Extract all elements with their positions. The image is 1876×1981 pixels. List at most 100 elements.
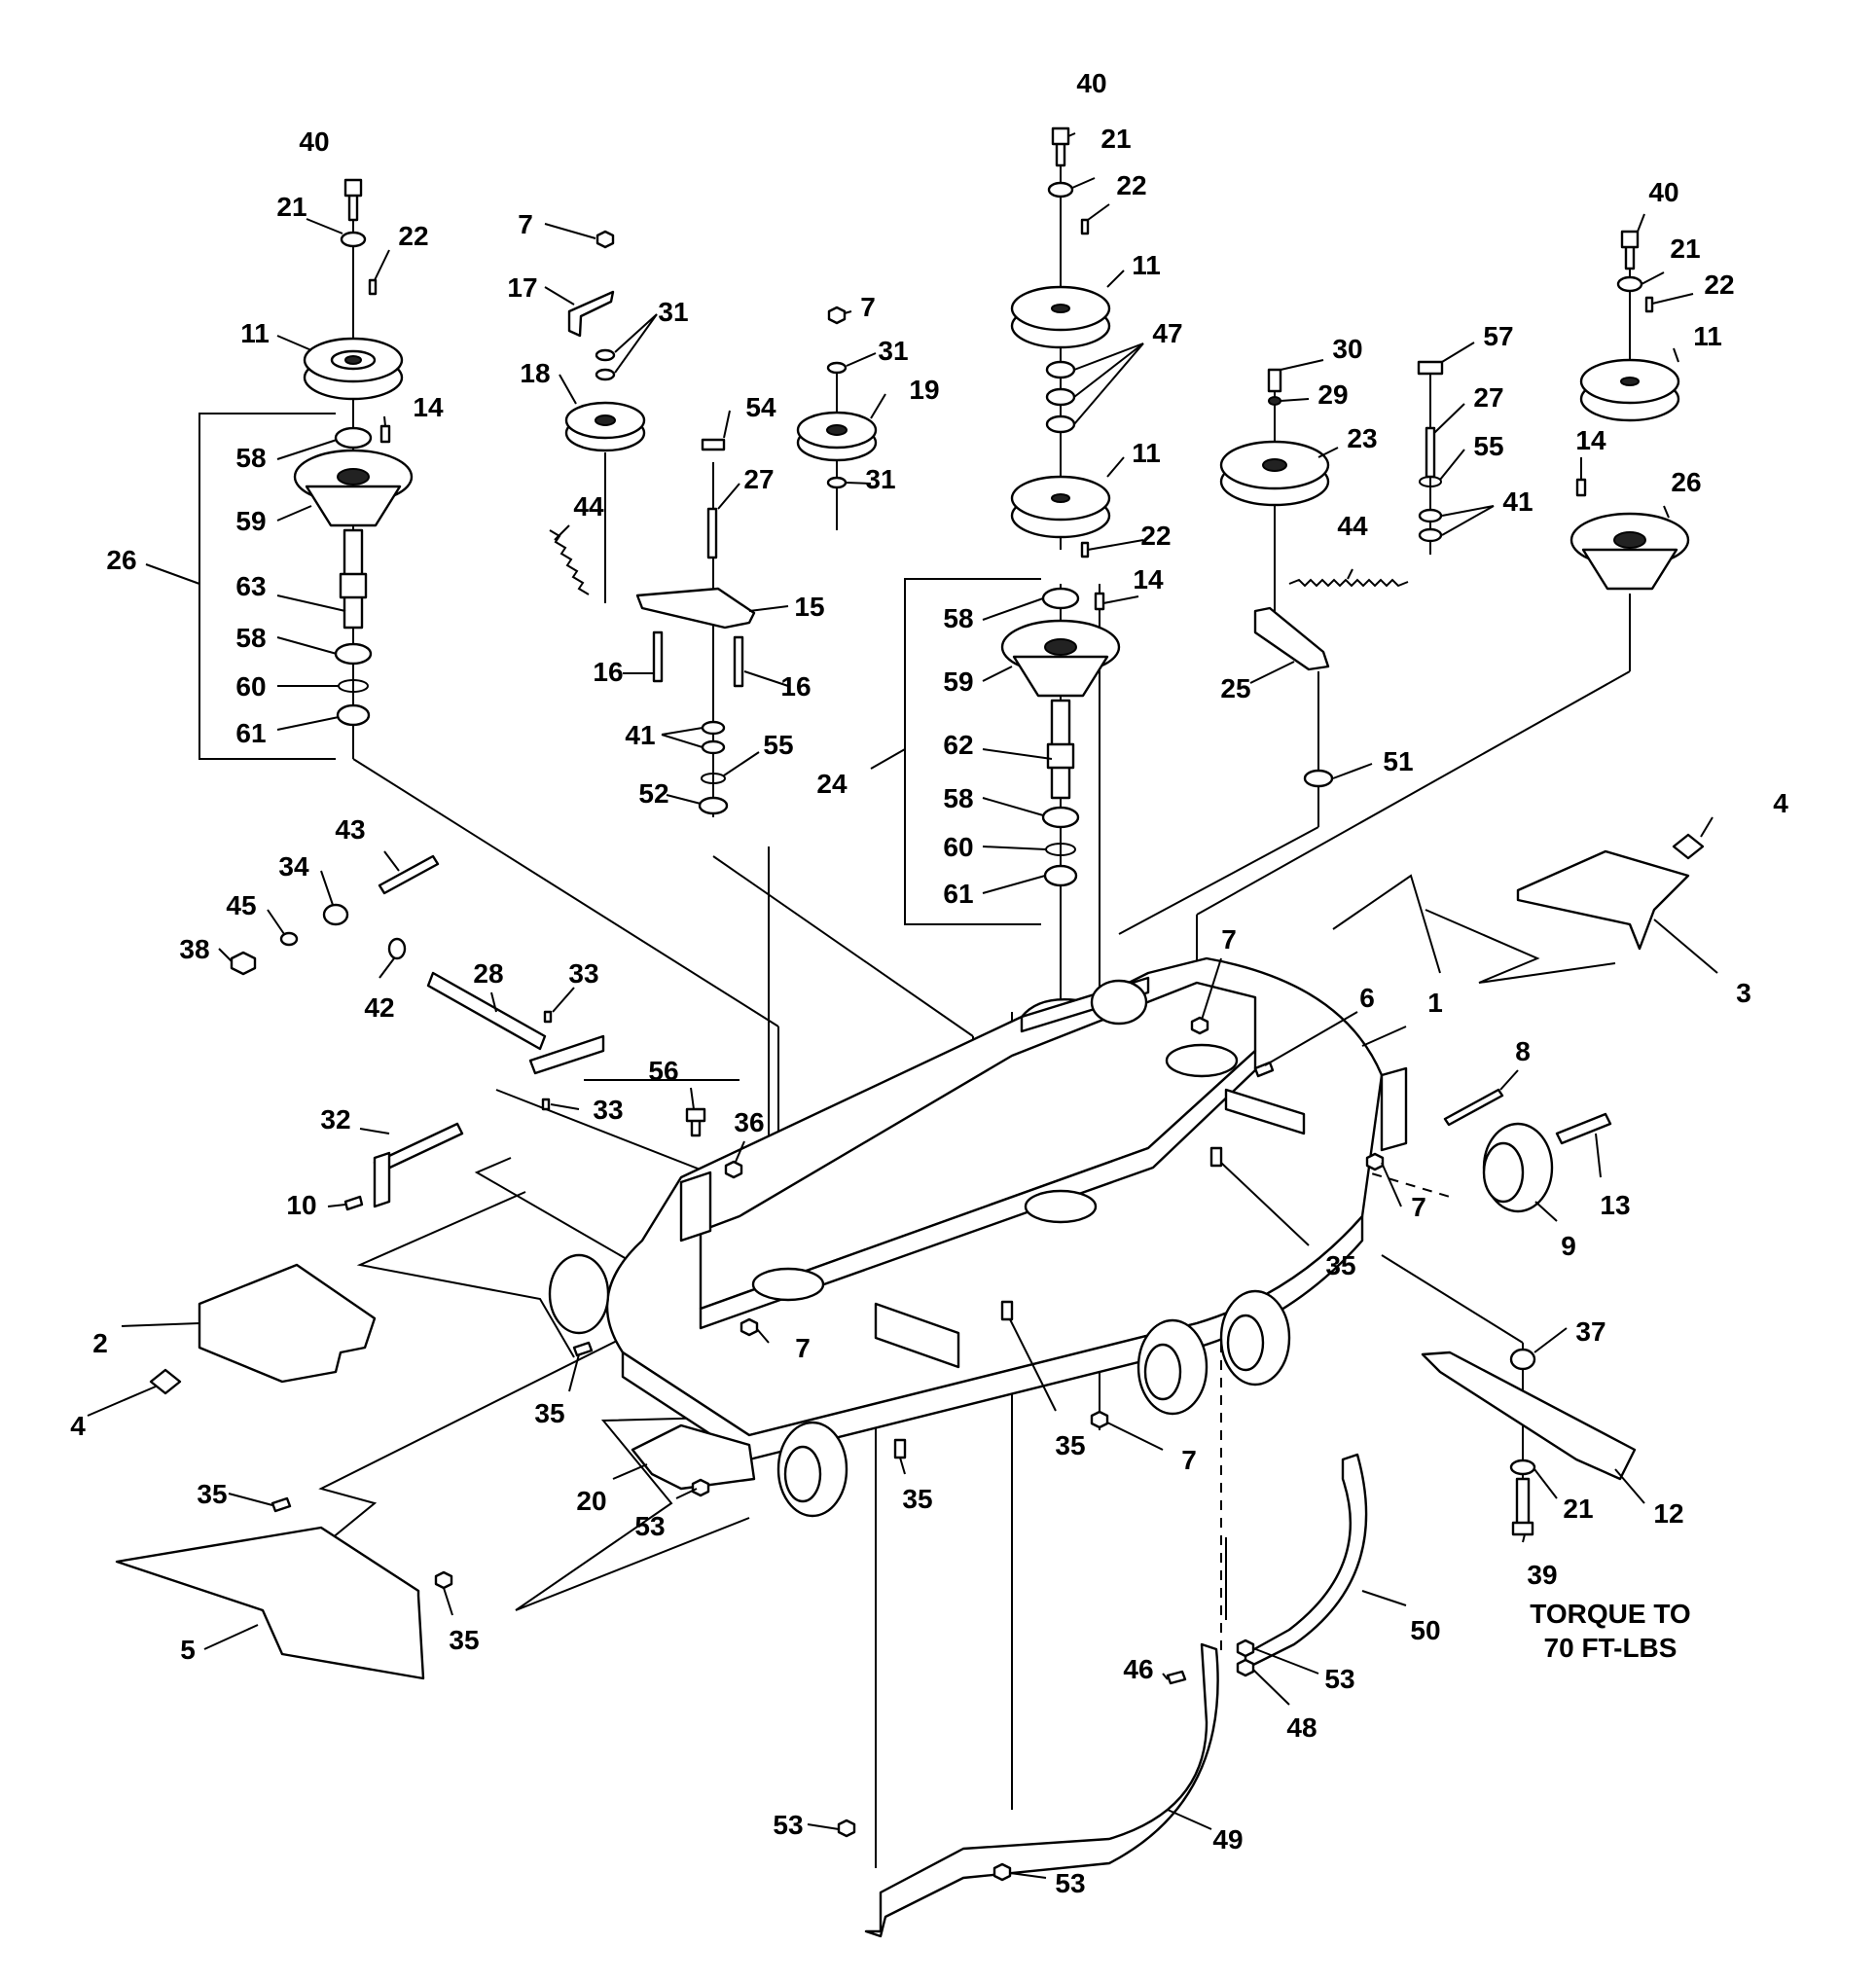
screw-35-d bbox=[893, 1438, 907, 1459]
callout-23: 23 bbox=[1347, 423, 1377, 453]
washer-41-c bbox=[1418, 508, 1443, 523]
callout-62: 62 bbox=[943, 730, 973, 760]
callout-51: 51 bbox=[1383, 746, 1413, 776]
callout-40: 40 bbox=[1648, 177, 1678, 207]
callout-22: 22 bbox=[398, 221, 428, 251]
callout-42: 42 bbox=[364, 992, 394, 1023]
callout-26: 26 bbox=[1671, 467, 1701, 497]
callout-13: 13 bbox=[1600, 1190, 1630, 1220]
callout-41: 41 bbox=[1502, 486, 1533, 517]
nut-53-c bbox=[837, 1819, 856, 1838]
key-22-center-top bbox=[1080, 218, 1090, 235]
callout-20: 20 bbox=[576, 1486, 606, 1516]
deck-housing bbox=[605, 956, 1408, 1461]
nut-7-c bbox=[1190, 1016, 1209, 1035]
callout-30: 30 bbox=[1332, 334, 1362, 364]
spindle-opening-center bbox=[1024, 1189, 1098, 1224]
callout-27: 27 bbox=[1473, 382, 1503, 413]
spindle-housing-59-left bbox=[293, 449, 414, 527]
retaining-ring-55-a bbox=[701, 773, 726, 784]
callout-27: 27 bbox=[743, 464, 774, 494]
washer-29 bbox=[1268, 396, 1281, 406]
retaining-ring-55-b bbox=[1419, 476, 1442, 487]
callout-18: 18 bbox=[520, 358, 550, 388]
center-spindle-stack bbox=[1000, 126, 1121, 887]
pulley-11-center-top bbox=[1010, 285, 1111, 349]
callout-26: 26 bbox=[106, 545, 136, 575]
screw-35-a bbox=[1209, 1146, 1223, 1168]
callout-57: 57 bbox=[1483, 321, 1513, 351]
callout-44: 44 bbox=[573, 491, 604, 522]
callout-35: 35 bbox=[902, 1484, 932, 1514]
bolt-27-a bbox=[706, 507, 718, 559]
callout-48: 48 bbox=[1286, 1712, 1317, 1743]
callout-55: 55 bbox=[1473, 431, 1503, 461]
washer-41-a bbox=[701, 720, 726, 736]
callout-21: 21 bbox=[1670, 234, 1700, 264]
bolt-40-left bbox=[343, 178, 363, 222]
bolt-30 bbox=[1267, 368, 1282, 393]
callout-21: 21 bbox=[276, 192, 307, 222]
bracket-20 bbox=[631, 1423, 756, 1491]
callout-55: 55 bbox=[763, 730, 793, 760]
bearing-58-left-bottom bbox=[334, 642, 373, 666]
rod-28-foot bbox=[528, 1034, 605, 1075]
bolt-40-right bbox=[1620, 230, 1640, 270]
callout-41: 41 bbox=[625, 720, 655, 750]
washer-31-c bbox=[826, 361, 848, 375]
callout-14: 14 bbox=[1133, 564, 1164, 594]
pin-33-b bbox=[541, 1098, 551, 1111]
spacer-47-c bbox=[1045, 414, 1076, 434]
nut-7-f bbox=[1090, 1410, 1109, 1429]
callout-6: 6 bbox=[1359, 983, 1375, 1013]
callout-33: 33 bbox=[568, 958, 598, 989]
spindle-opening-left bbox=[751, 1267, 825, 1302]
spring-44-b bbox=[1288, 578, 1409, 588]
wheel-front-left bbox=[776, 1421, 848, 1518]
wheel-9 bbox=[1482, 1122, 1554, 1213]
callout-24: 24 bbox=[816, 769, 848, 799]
callout-5: 5 bbox=[180, 1635, 196, 1665]
torque-note-line2: 70 FT-LBS bbox=[1544, 1633, 1678, 1663]
left-spindle-stack bbox=[293, 178, 414, 727]
callout-31: 31 bbox=[658, 297, 688, 327]
wheel-rear-left bbox=[548, 1253, 610, 1335]
callout-22: 22 bbox=[1140, 521, 1171, 551]
callout-8: 8 bbox=[1515, 1036, 1531, 1066]
callout-11: 11 bbox=[240, 318, 270, 348]
screw-46 bbox=[1166, 1670, 1187, 1685]
wheels bbox=[548, 979, 1554, 1518]
callout-58: 58 bbox=[943, 603, 973, 633]
callout-36: 36 bbox=[734, 1107, 764, 1137]
nut-36 bbox=[724, 1160, 743, 1179]
pin-33-a bbox=[543, 1010, 553, 1024]
callout-35: 35 bbox=[197, 1479, 227, 1509]
baffle-49 bbox=[864, 1642, 1219, 1938]
side-bracket-left bbox=[679, 1171, 712, 1243]
right-mount-bracket bbox=[1380, 1066, 1408, 1152]
callout-61: 61 bbox=[943, 879, 973, 909]
callout-11: 11 bbox=[1132, 438, 1161, 468]
bolt-39 bbox=[1511, 1477, 1534, 1536]
cover-3-right bbox=[1516, 849, 1690, 951]
screw-35-f bbox=[434, 1570, 453, 1590]
callout-3: 3 bbox=[1736, 978, 1751, 1008]
front-gusset bbox=[874, 1302, 960, 1369]
callout-4: 4 bbox=[70, 1411, 86, 1441]
bushing-51 bbox=[1303, 769, 1334, 788]
callout-15: 15 bbox=[794, 592, 824, 622]
covers bbox=[115, 833, 1705, 1938]
callout-28: 28 bbox=[473, 958, 503, 989]
callout-63: 63 bbox=[235, 571, 266, 601]
torque-note-line1: TORQUE TO bbox=[1530, 1599, 1690, 1629]
callout-7: 7 bbox=[1221, 924, 1237, 954]
callout-44: 44 bbox=[1337, 511, 1368, 541]
callout-10: 10 bbox=[286, 1190, 316, 1220]
bolt-27-b bbox=[1425, 426, 1436, 479]
idler-arm-25 bbox=[1253, 606, 1330, 671]
spindle-assembly-26-right bbox=[1569, 512, 1690, 591]
blade-12 bbox=[1421, 1351, 1637, 1481]
washer-31-d bbox=[826, 476, 848, 489]
nut-53-d bbox=[992, 1862, 1012, 1882]
